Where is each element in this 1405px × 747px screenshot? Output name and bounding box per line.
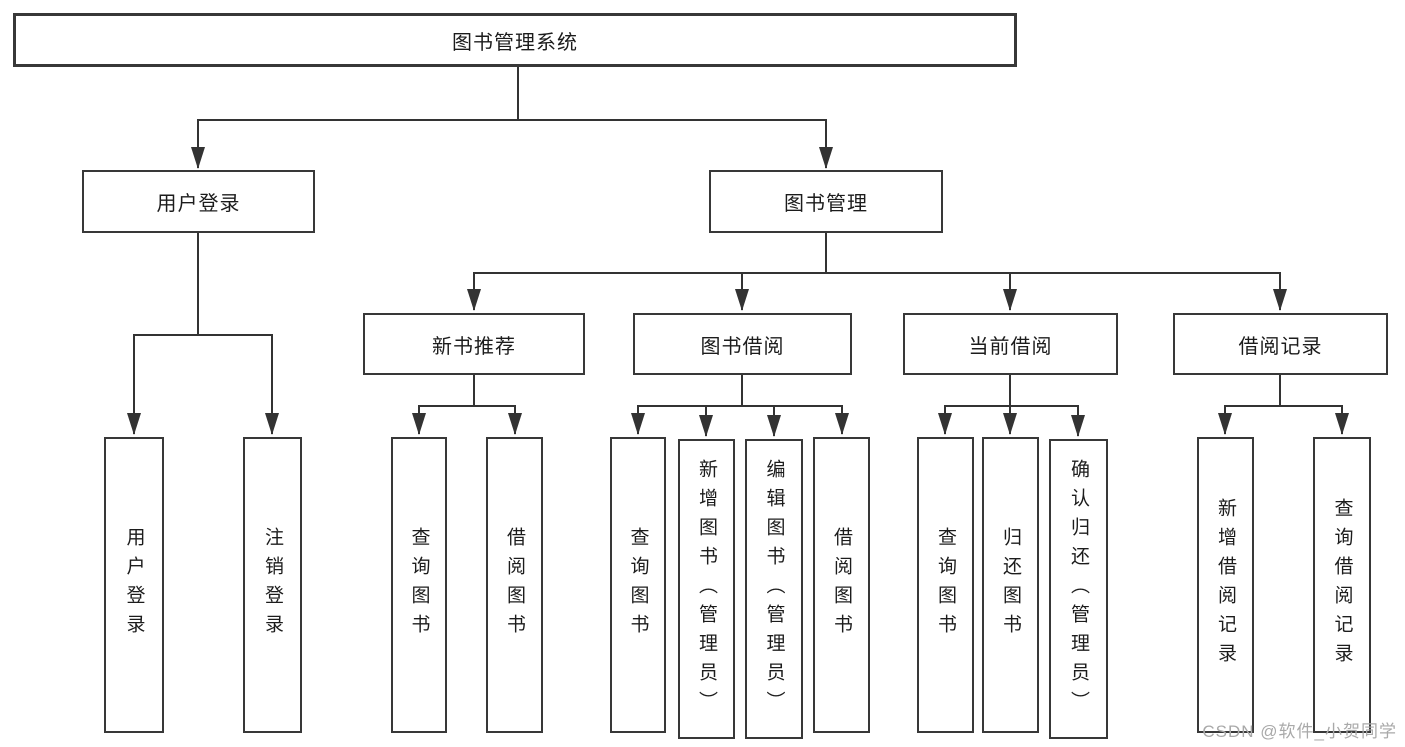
- node-user-login: 用户登录: [82, 170, 315, 233]
- leaf-label: 查询借阅记录: [1331, 498, 1353, 672]
- leaf-label: 查询图书: [408, 527, 430, 643]
- leaf-user-login: 用户登录: [104, 437, 164, 733]
- leaf-label: 注销登录: [262, 527, 283, 643]
- node-book-borrowing: 图书借阅: [633, 313, 852, 375]
- leaf-query-books-recommend: 查询图书: [391, 437, 447, 733]
- leaf-add-borrow-record: 新增借阅记录: [1197, 437, 1254, 733]
- leaf-confirm-return-admin: 确认归还（管理员）: [1049, 439, 1108, 739]
- leaf-label: 查询图书: [627, 527, 649, 643]
- leaf-label: 新增图书（管理员）: [696, 458, 717, 720]
- leaf-label: 查询图书: [935, 527, 956, 643]
- node-borrowing-records: 借阅记录: [1173, 313, 1388, 375]
- leaf-borrow-books-borrowing: 借阅图书: [813, 437, 870, 733]
- leaf-label: 借阅图书: [504, 527, 525, 643]
- leaf-edit-books-admin: 编辑图书（管理员）: [745, 439, 803, 739]
- node-new-book-recommendation: 新书推荐: [363, 313, 585, 375]
- node-current-borrowing: 当前借阅: [903, 313, 1118, 375]
- leaf-query-borrow-record: 查询借阅记录: [1313, 437, 1371, 733]
- leaf-label: 确认归还（管理员）: [1068, 458, 1089, 720]
- leaf-logout-login: 注销登录: [243, 437, 302, 733]
- leaf-query-books-current: 查询图书: [917, 437, 974, 733]
- csdn-watermark: CSDN @软件_小贺同学: [1202, 722, 1397, 741]
- leaf-label: 新增借阅记录: [1215, 498, 1236, 672]
- leaf-label: 归还图书: [1000, 527, 1021, 643]
- leaf-label: 借阅图书: [831, 527, 852, 643]
- leaf-label: 用户登录: [123, 527, 145, 643]
- leaf-label: 编辑图书（管理员）: [763, 458, 785, 720]
- node-library-management-system: 图书管理系统: [13, 13, 1017, 67]
- leaf-add-books-admin: 新增图书（管理员）: [678, 439, 735, 739]
- leaf-borrow-books-recommend: 借阅图书: [486, 437, 543, 733]
- node-book-management: 图书管理: [709, 170, 943, 233]
- leaf-query-books-borrowing: 查询图书: [610, 437, 666, 733]
- leaf-return-books: 归还图书: [982, 437, 1039, 733]
